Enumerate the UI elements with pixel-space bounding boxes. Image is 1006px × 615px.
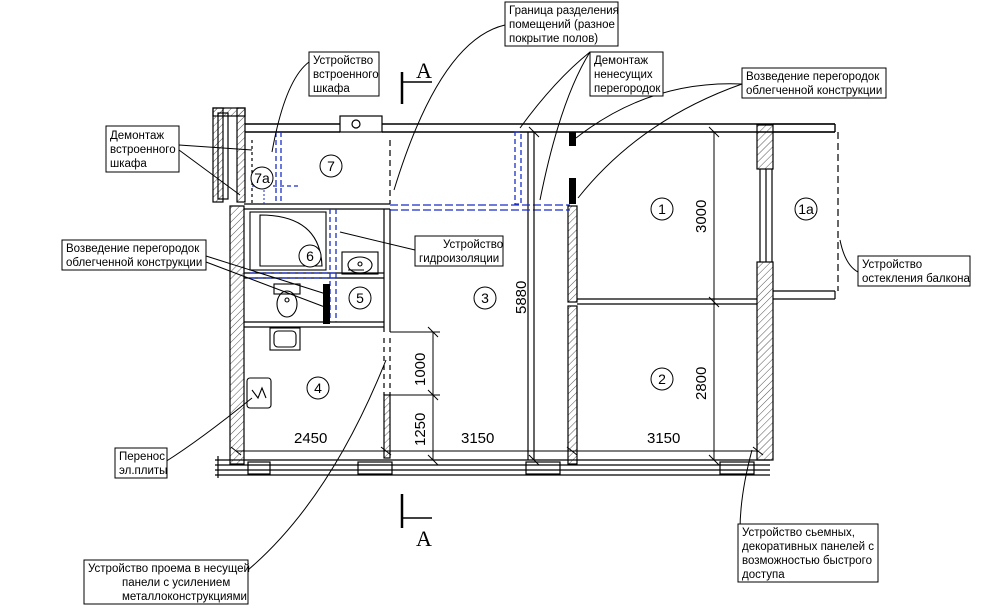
washbasin	[341, 251, 379, 275]
room-markers	[250, 154, 818, 400]
callout-line: Возведение перегородок	[66, 243, 200, 255]
callout-line: Демонтаж	[594, 55, 648, 67]
callout-line: эл.плиты	[119, 465, 167, 477]
callout-line: Перенос	[119, 451, 165, 463]
callout-waterproofing: Устройство гидроизоляции	[414, 235, 504, 267]
callout-line: шкафа	[313, 83, 350, 95]
callout-line: Устройство	[313, 55, 373, 67]
callout-line: Граница разделения	[509, 5, 619, 17]
callout-floor-boundary: Граница разделения помещений (разное пок…	[504, 1, 619, 47]
callout-panels: Устройство сьемных, декоративных панелей…	[737, 523, 879, 583]
room-2-label: 2	[658, 371, 666, 387]
dim-2450: 2450	[294, 430, 327, 447]
section-label-top: A	[416, 58, 432, 83]
callout-line: Устройство сьемных,	[742, 527, 855, 539]
callout-line: встроенного	[110, 144, 176, 156]
new-partitions	[250, 131, 570, 322]
room-7-label: 7	[327, 158, 335, 174]
callout-line: встроенного	[313, 69, 379, 81]
wall-stub	[569, 178, 576, 204]
toilet	[273, 283, 301, 318]
callout-demolish-partitions: Демонтаж ненесущих перегородок	[589, 51, 664, 97]
callout-line: облегченной конструкции	[66, 257, 202, 269]
dim-3000: 3000	[693, 200, 710, 233]
room-5-label: 5	[356, 290, 364, 306]
bearing-walls	[212, 107, 774, 475]
exterior-top-wall	[245, 123, 836, 133]
dim-5880: 5880	[513, 281, 530, 314]
section-label-bottom: A	[416, 526, 432, 551]
callout-line: панели с усилением	[122, 577, 230, 589]
callout-line: Демонтаж	[110, 130, 164, 142]
callout-line: декоративных панелей с	[742, 541, 874, 553]
wall-stub	[569, 132, 576, 146]
stove-icon	[246, 377, 272, 409]
balcony	[759, 123, 839, 300]
section-mark-top	[400, 72, 432, 104]
dim-3150-left: 3150	[461, 430, 494, 447]
callout-light-partitions-top: Возведение перегородок облегченной конст…	[741, 67, 887, 99]
room-3-label: 3	[481, 290, 489, 306]
callout-balcony-glazing: Устройство остекления балкона	[857, 255, 971, 287]
room-6-label: 6	[306, 248, 314, 264]
callout-line: остекления балкона	[862, 273, 970, 285]
callout-opening: Устройство проема в несущей панели с уси…	[83, 559, 250, 605]
callout-demolish-closet: Демонтаж встроенного шкафа	[105, 125, 180, 173]
callout-line: Возведение перегородок	[746, 71, 880, 83]
callout-line: перегородок	[594, 83, 661, 95]
callout-line: металлоконструкциями	[122, 591, 247, 603]
callout-line: Устройство проема в несущей	[88, 563, 250, 575]
dim-2800: 2800	[693, 367, 710, 400]
callout-leaders	[164, 24, 859, 571]
callout-line: Устройство	[862, 259, 922, 271]
room-1a-label: 1а	[798, 201, 814, 217]
room-4-label: 4	[314, 380, 322, 396]
callout-line: доступа	[742, 569, 785, 581]
callout-line: помещений (разное	[509, 19, 615, 31]
callout-line: покрытие полов)	[509, 33, 598, 45]
callout-line: шкафа	[110, 158, 147, 170]
callout-builtin-closet: Устройство встроенного шкафа	[308, 51, 380, 97]
wall-stub	[323, 284, 330, 324]
callout-line: ненесущих	[594, 69, 653, 81]
callout-stove: Перенос эл.плиты	[114, 447, 168, 479]
dimension-lines	[230, 126, 764, 466]
callout-line: Устройство	[443, 239, 503, 251]
callout-line: облегченной конструкции	[746, 85, 882, 97]
section-mark-bottom	[400, 494, 432, 528]
room-7a-label: 7а	[254, 170, 270, 186]
interior-partitions	[244, 132, 757, 460]
callout-line: возможностью быстрого	[742, 555, 872, 567]
bathtub	[249, 211, 327, 271]
dim-3150-right: 3150	[647, 430, 680, 447]
dim-1000: 1000	[412, 353, 429, 386]
callout-line: гидроизоляции	[419, 253, 499, 265]
dim-1250: 1250	[412, 413, 429, 446]
kitchen-sink	[269, 327, 301, 351]
callout-light-partitions-left: Возведение перегородок облегченной конст…	[61, 239, 207, 271]
exterior-bottom-wall	[215, 456, 770, 478]
room-1-label: 1	[658, 201, 666, 217]
